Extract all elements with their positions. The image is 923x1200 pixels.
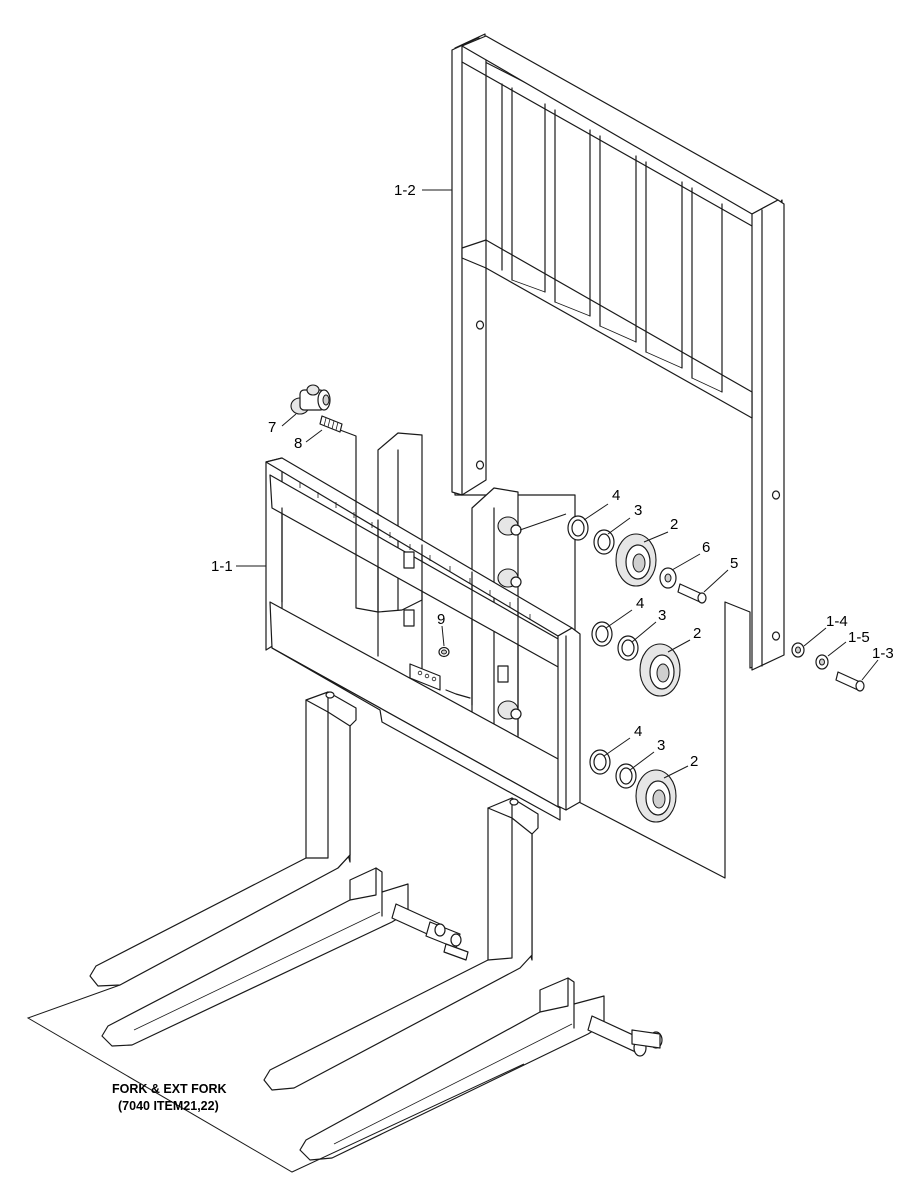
label-7: 7	[268, 419, 276, 436]
fork-right	[263, 797, 663, 1161]
grease-nipple-7-8	[290, 384, 343, 433]
part-labels: 1-2 1-1 7 8 9 4 3 2 6 5 4 3 2 4 3 2 1-4 …	[211, 182, 894, 770]
label-2c: 2	[690, 753, 698, 770]
fork-group-bracket	[26, 984, 525, 1173]
label-4a: 4	[612, 487, 620, 504]
roller-stack-bottom	[589, 749, 677, 823]
label-5: 5	[730, 555, 738, 572]
label-3b: 3	[658, 607, 666, 624]
caption-line-1: FORK & EXT FORK	[112, 1082, 227, 1096]
label-1-3: 1-3	[872, 645, 894, 662]
fork-caption: FORK & EXT FORK (7040 ITEM21,22)	[112, 1082, 227, 1113]
roller-stack-middle	[591, 621, 681, 697]
carriage-roller-studs	[497, 516, 522, 720]
backrest-1-2	[451, 33, 785, 879]
fork-left	[89, 691, 469, 1047]
label-2a: 2	[670, 516, 678, 533]
label-1-2: 1-2	[394, 182, 416, 199]
label-2b: 2	[693, 625, 701, 642]
label-3a: 3	[634, 502, 642, 519]
caption-line-2: (7040 ITEM21,22)	[118, 1099, 219, 1113]
label-8: 8	[294, 435, 302, 452]
label-6: 6	[702, 539, 710, 556]
label-1-5: 1-5	[848, 629, 870, 646]
label-3c: 3	[657, 737, 665, 754]
label-4b: 4	[636, 595, 644, 612]
backrest-bolt-hardware	[791, 642, 865, 692]
label-4c: 4	[634, 723, 642, 740]
label-1-1: 1-1	[211, 558, 233, 575]
fork-carriage-1-1	[265, 429, 581, 821]
leader-lines	[236, 189, 879, 779]
roller-stack-top	[567, 515, 707, 604]
label-1-4: 1-4	[826, 613, 848, 630]
label-9: 9	[437, 611, 445, 628]
